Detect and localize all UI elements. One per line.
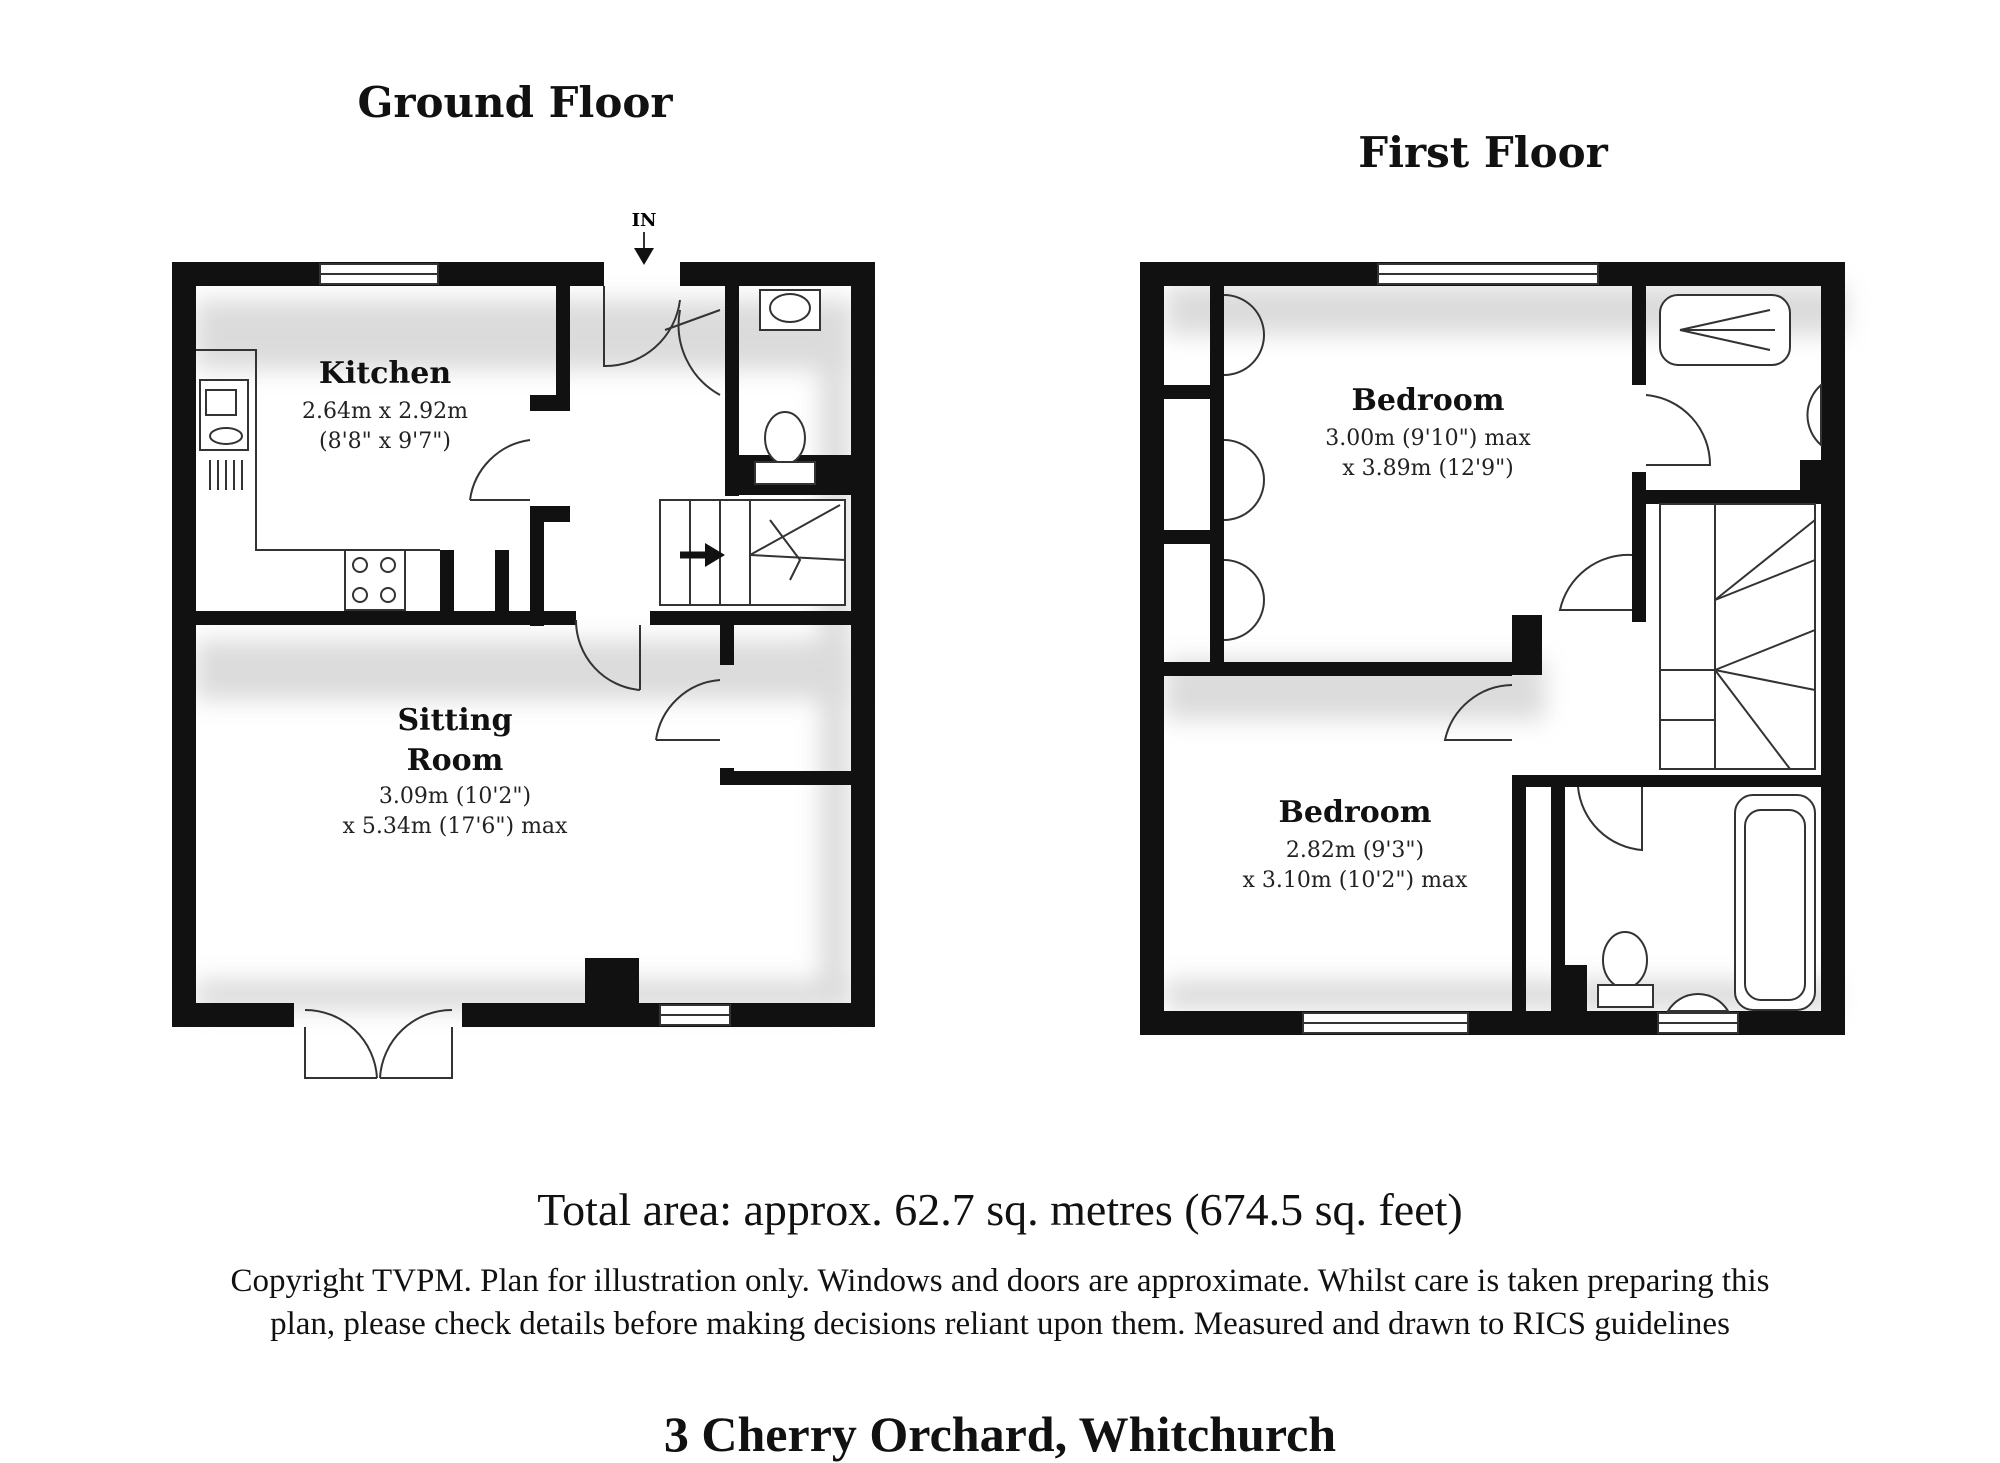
kitchen-units xyxy=(196,349,440,611)
bedroom-1-dimensions-length: x 3.89m (12'9") xyxy=(1342,456,1514,481)
ground-floor-shading xyxy=(195,300,855,1010)
washbasin-icon-2 xyxy=(1666,993,1730,1012)
toilet-icon xyxy=(764,411,806,465)
bedroom-2-dimensions-length: x 3.10m (10'2") max xyxy=(1243,868,1469,893)
kitchen-dimensions-imperial: (8'8" x 9'7") xyxy=(319,429,451,454)
copyright-line-2: plan, please check details before making… xyxy=(270,1306,1730,1342)
property-address: 3 Cherry Orchard, Whitchurch xyxy=(663,1406,1337,1462)
washbasin-icon xyxy=(1806,382,1822,448)
toilet-icon xyxy=(1602,931,1648,989)
first-floor-windows xyxy=(1302,263,1739,1034)
ground-floor-windows xyxy=(319,263,731,1026)
first-floor-title: First Floor xyxy=(1358,128,1608,177)
bedroom-1-dimensions-width: 3.00m (9'10") max xyxy=(1325,426,1531,451)
kitchen-name: Kitchen xyxy=(319,356,451,391)
first-floor-bathroom-fixtures xyxy=(1597,294,1822,1012)
sitting-room-dimensions-length: x 5.34m (17'6") max xyxy=(343,814,569,839)
entrance-label: IN xyxy=(632,210,657,231)
ground-floor-walls xyxy=(172,262,875,1027)
sitting-room-dimensions-width: 3.09m (10'2") xyxy=(379,784,531,809)
kitchen-dimensions-metric: 2.64m x 2.92m xyxy=(302,399,468,424)
sitting-room-name-line2: Room xyxy=(407,743,504,778)
first-floor-doors xyxy=(1223,294,1712,852)
ground-floor-doors xyxy=(304,286,721,1079)
drainer-icon xyxy=(209,460,243,490)
copyright-line-1: Copyright TVPM. Plan for illustration on… xyxy=(230,1263,1770,1299)
copyright-notice: Copyright TVPM. Plan for illustration on… xyxy=(0,1260,2000,1346)
first-floor-stairs xyxy=(1659,503,1816,770)
stair-direction-arrow-icon xyxy=(680,543,725,567)
sitting-room-name-line1: Sitting xyxy=(398,703,513,738)
ground-wc-fixtures xyxy=(754,289,821,485)
bedroom-2-name: Bedroom xyxy=(1279,795,1432,830)
bedroom-2-dimensions-width: 2.82m (9'3") xyxy=(1286,838,1424,863)
ground-floor-plan: Ground Floor xyxy=(172,78,875,1079)
floor-plan-drawing: Ground Floor xyxy=(172,78,1845,1079)
ground-stairs xyxy=(659,499,846,606)
bedroom-1-name: Bedroom xyxy=(1352,383,1505,418)
total-area: Total area: approx. 62.7 sq. metres (674… xyxy=(537,1184,1463,1235)
first-floor-plan: First Floor xyxy=(1140,128,1845,1035)
ground-floor-title: Ground Floor xyxy=(358,78,674,127)
hob-icon xyxy=(344,549,406,611)
entrance-arrow-icon xyxy=(634,232,654,265)
